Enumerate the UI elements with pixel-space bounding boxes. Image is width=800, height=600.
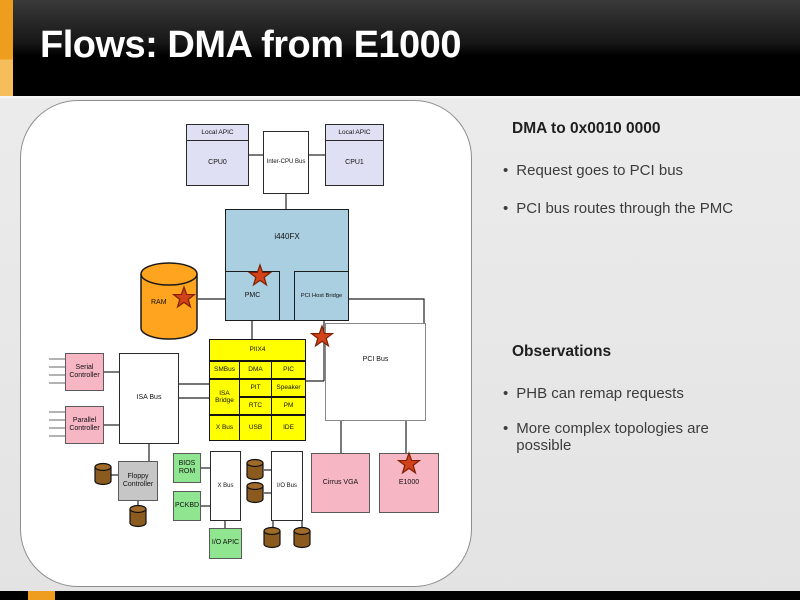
wire-phb-pcibus-right — [349, 298, 425, 323]
notes-heading-dma: DMA to 0x0010 0000 — [512, 120, 661, 137]
footer-accent-square — [28, 591, 55, 600]
e1000-box: E1000 — [379, 453, 439, 513]
floppy-controller-box: Floppy Controller — [118, 461, 158, 501]
bullet-icon: • — [503, 420, 509, 437]
pci-host-bridge-box: PCI Host Bridge — [294, 271, 349, 321]
iobus-disk-left-2 — [246, 481, 264, 504]
isa-bus-box: ISA Bus — [119, 353, 179, 444]
serial-controller-box: Serial Controller — [65, 353, 104, 391]
ide-cell: IDE — [271, 415, 306, 441]
pmc-box: PMC — [225, 271, 280, 321]
cpu0-local-apic: Local APIC — [187, 125, 248, 141]
cirrus-vga-box: Cirrus VGA — [311, 453, 370, 513]
notes-bullet-1-text: Request goes to PCI bus — [516, 162, 684, 179]
slide-header: Flows: DMA from E1000 — [0, 0, 800, 98]
xbus-cell: X Bus — [209, 415, 240, 441]
bios-rom-box: BIOS ROM — [173, 453, 201, 483]
iobus-disk-left-1 — [246, 458, 264, 481]
header-accent-bar — [0, 0, 13, 96]
intercpu-bus-box: Inter-CPU Bus — [263, 131, 309, 194]
notes-bullet-4-text: More complex topologies are possible — [516, 420, 709, 454]
x-bus-box: X Bus — [210, 451, 241, 521]
cpu0-box: Local APIC CPU0 — [186, 124, 249, 186]
floppy-disk-bottom — [129, 504, 147, 528]
bullet-icon: • — [503, 385, 509, 402]
i440fx-label: i440FX — [274, 232, 300, 241]
iobus-disk-bottom-1 — [263, 526, 281, 549]
floppy-disk-left — [94, 462, 112, 486]
notes-bullet-3-text: PHB can remap requests — [516, 385, 684, 402]
footer-bar — [0, 591, 800, 600]
io-apic-box: I/O APIC — [209, 528, 242, 559]
cpu0-label: CPU0 — [208, 158, 227, 166]
ram-cylinder: RAM — [140, 262, 198, 340]
cpu1-box: Local APIC CPU1 — [325, 124, 384, 186]
pci-bus-box: PCI Bus — [325, 323, 426, 421]
notes-bullet-4: • More complex topologies are possible — [503, 420, 729, 454]
iobus-disk-bottom-2 — [293, 526, 311, 549]
bullet-icon: • — [503, 200, 509, 217]
usb-cell: USB — [239, 415, 272, 441]
dma-cell: DMA — [239, 361, 272, 379]
io-bus-box: I/O Bus — [271, 451, 303, 521]
diagram-panel: RAM Local APIC CPU0 — [20, 100, 472, 587]
bullet-icon: • — [503, 162, 509, 179]
rtc-cell: RTC — [239, 397, 272, 415]
cpu1-local-apic: Local APIC — [326, 125, 383, 141]
pckbd-box: PCKBD — [173, 491, 201, 521]
pic-cell: PIC — [271, 361, 306, 379]
isa-bridge-cell: ISA Bridge — [209, 379, 240, 415]
pit-cell: PIT — [239, 379, 272, 397]
notes-bullet-2: • PCI bus routes through the PMC — [503, 200, 733, 217]
slide-title: Flows: DMA from E1000 — [40, 24, 461, 66]
notes-heading-observations: Observations — [512, 343, 612, 360]
pm-cell: PM — [271, 397, 306, 415]
speaker-cell: Speaker — [271, 379, 306, 397]
notes-bullet-2-text: PCI bus routes through the PMC — [516, 200, 734, 217]
parallel-controller-box: Parallel Controller — [65, 406, 104, 444]
piix4-title-cell: PIIX4 — [209, 339, 306, 361]
cpu1-label: CPU1 — [345, 158, 364, 166]
notes-bullet-3: • PHB can remap requests — [503, 385, 684, 402]
ram-label: RAM — [151, 299, 167, 306]
notes-bullet-1: • Request goes to PCI bus — [503, 162, 683, 179]
smbus-cell: SMBus — [209, 361, 240, 379]
notes-column: DMA to 0x0010 0000 • Request goes to PCI … — [500, 0, 795, 600]
